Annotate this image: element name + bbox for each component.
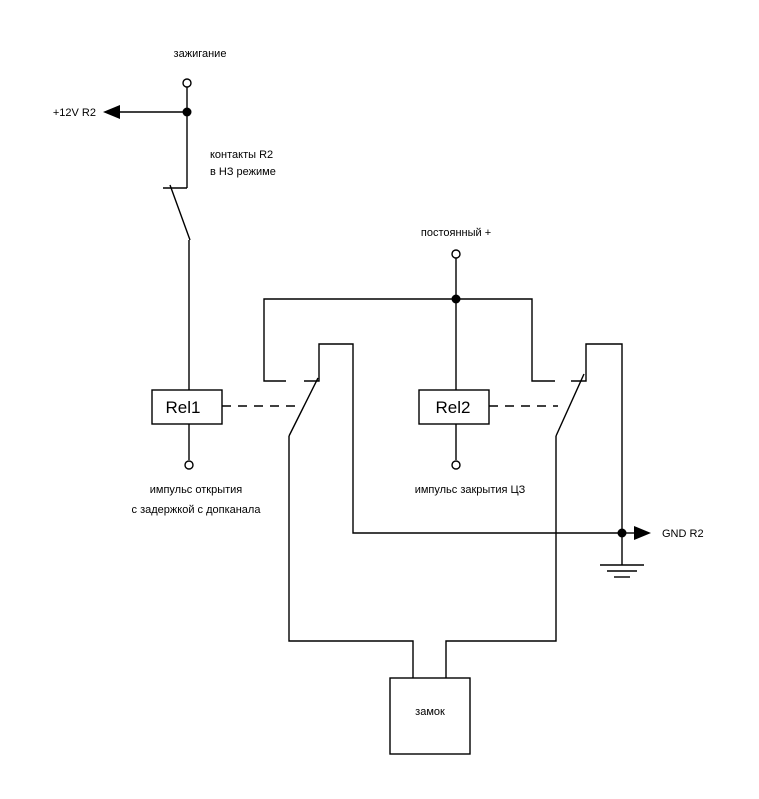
gnd-wire-right <box>571 343 623 565</box>
rel2-label: Rel2 <box>436 398 471 417</box>
rel2-box <box>418 389 490 425</box>
rel1-label: Rel1 <box>166 398 201 417</box>
rel1-switch-blade <box>288 377 319 437</box>
plus12v-arrow <box>103 105 120 119</box>
contacts-r2-label-line1: контакты R2 <box>210 149 273 161</box>
close-pulse-label: импульс закрытия ЦЗ <box>415 484 526 496</box>
rel1-control-terminal <box>184 460 194 470</box>
open-pulse-label-line1: импульс открытия <box>150 484 243 496</box>
lock-wire-left <box>288 436 414 678</box>
lock-box <box>389 677 471 755</box>
constant-plus-label: постоянный + <box>421 227 491 239</box>
ground-icon <box>600 564 644 578</box>
r2-contact-blade <box>169 184 191 241</box>
rel1-box <box>151 389 223 425</box>
gnd-r2-label: GND R2 <box>662 528 704 540</box>
ignition-terminal <box>182 78 192 88</box>
ignition-label: зажигание <box>174 48 227 60</box>
contacts-r2-label-line2: в НЗ режиме <box>210 166 276 178</box>
constant-plus-terminal <box>451 249 461 259</box>
plus12v-r2-label: +12V R2 <box>53 107 96 119</box>
plus-bus-wire <box>263 298 555 382</box>
rel2-control-terminal <box>451 460 461 470</box>
gnd-return-wire <box>304 343 622 534</box>
gnd-r2-arrow <box>634 526 651 540</box>
lock-wire-right <box>445 436 557 678</box>
rel2-switch-blade <box>555 373 585 437</box>
open-pulse-label-line2: с задержкой с допканала <box>132 504 262 516</box>
lock-label: замок <box>415 706 445 718</box>
